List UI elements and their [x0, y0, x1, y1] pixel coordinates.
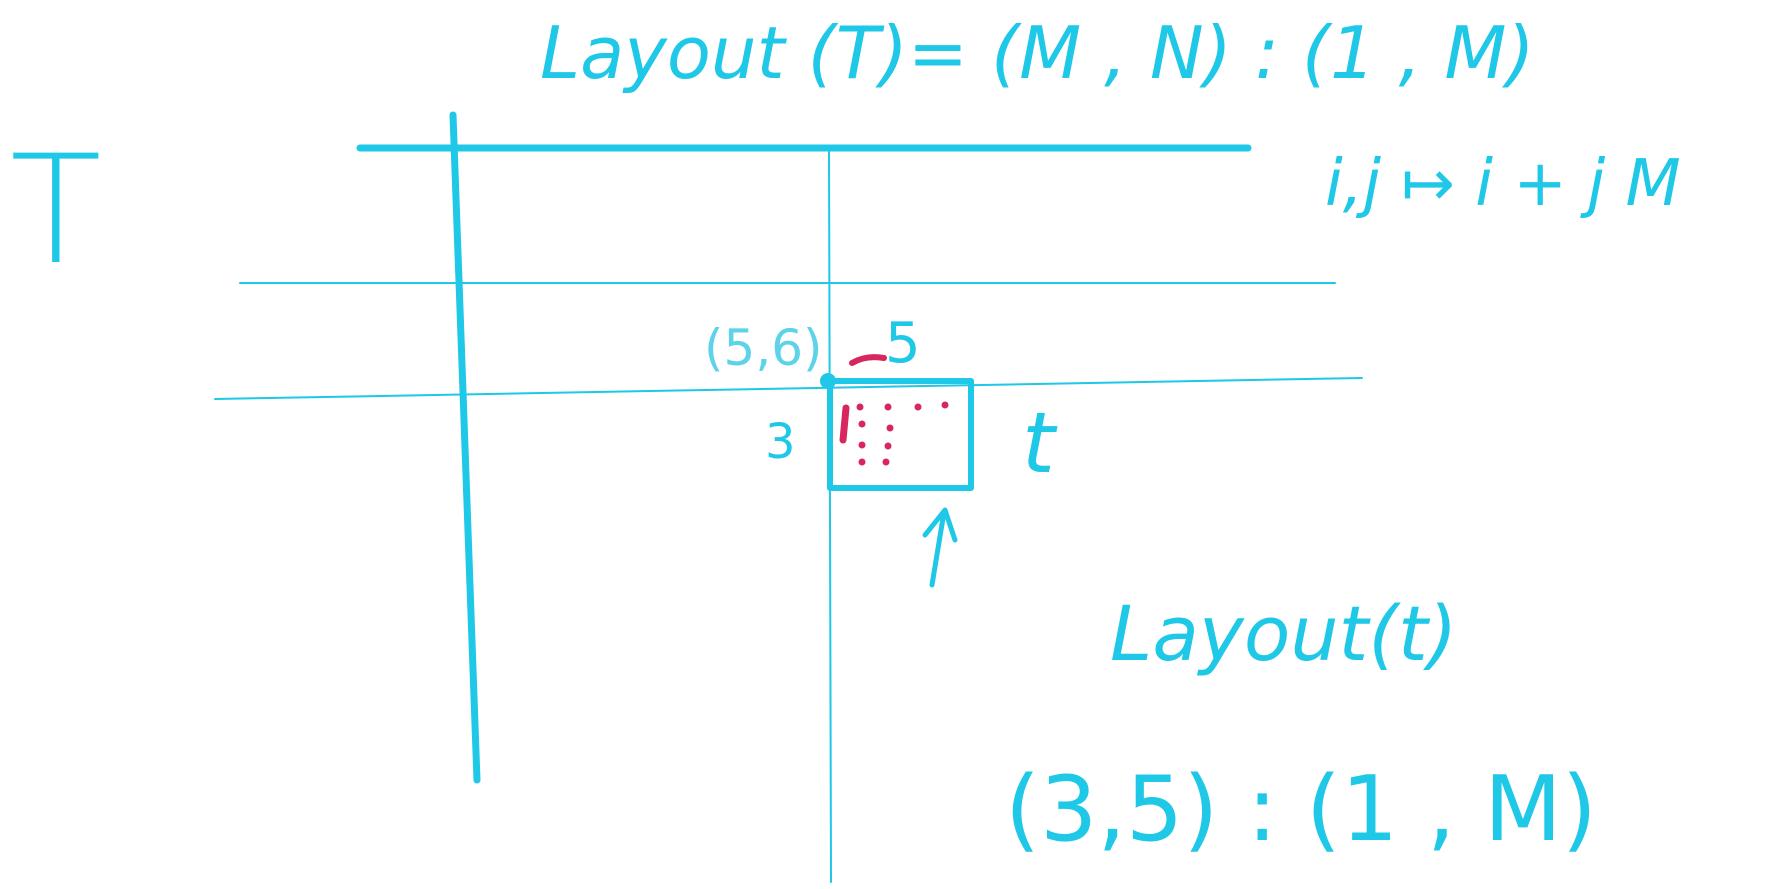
tile-rows-label: 3 — [765, 414, 796, 470]
tile-element-dots — [856, 401, 949, 466]
layout-T-formula: Layout (T)= (M , N) : (1 , M) — [540, 11, 1535, 95]
tile-corner-coordinate: (5,6) — [704, 319, 823, 377]
layout-t-formula: (3,5) : (1 , M) — [1005, 757, 1597, 862]
tensor-left-edge — [449, 111, 481, 784]
tile-order-stroke — [839, 404, 850, 444]
layout-t-title: Layout(t) — [1110, 589, 1457, 678]
tile-cols-label: 5 — [885, 311, 921, 376]
tile-pointer-arrow — [922, 507, 958, 588]
tile-t-rectangle — [827, 378, 974, 491]
grid-line-v — [828, 149, 832, 883]
tile-name-label: t — [1022, 394, 1058, 492]
tensor-T-label: T — [10, 124, 102, 298]
index-mapping-label: i,j ↦ i + j M — [1325, 147, 1681, 221]
tile-cols-marker — [849, 354, 887, 366]
grid-line-h2 — [214, 377, 1363, 400]
